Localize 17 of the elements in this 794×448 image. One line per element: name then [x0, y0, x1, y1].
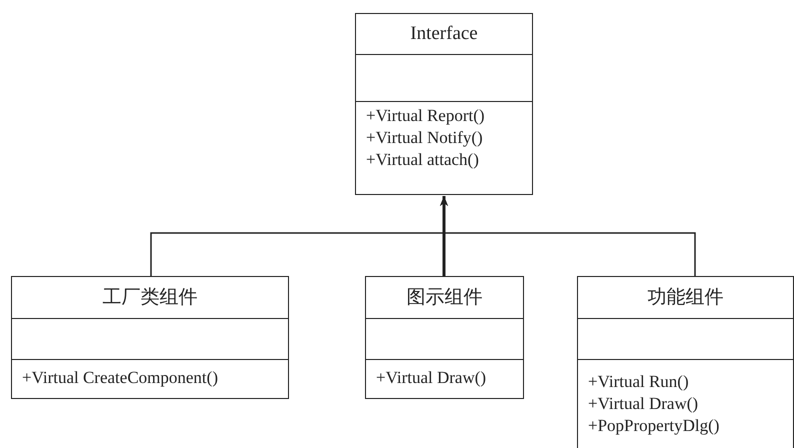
method-text: +Virtual Draw() — [588, 393, 698, 415]
inheritance-arrow — [440, 196, 448, 276]
method-text: +Virtual Run() — [588, 371, 689, 393]
method-text: +Virtual attach() — [366, 149, 479, 171]
method-text: +Virtual Draw() — [376, 367, 486, 389]
method-text: +PopPropertyDlg() — [588, 415, 720, 437]
method-text: +Virtual Report() — [366, 105, 485, 127]
class-box — [365, 276, 524, 399]
method-text: +Virtual Notify() — [366, 127, 483, 149]
class-box — [577, 276, 794, 448]
class-box — [355, 13, 533, 195]
method-text: +Virtual CreateComponent() — [22, 367, 218, 389]
class-box — [11, 276, 289, 399]
class-name: 功能组件 — [646, 286, 724, 308]
class-name: 工厂类组件 — [102, 286, 198, 308]
class-name: 图示组件 — [406, 286, 484, 308]
class-name: Interface — [409, 23, 479, 45]
